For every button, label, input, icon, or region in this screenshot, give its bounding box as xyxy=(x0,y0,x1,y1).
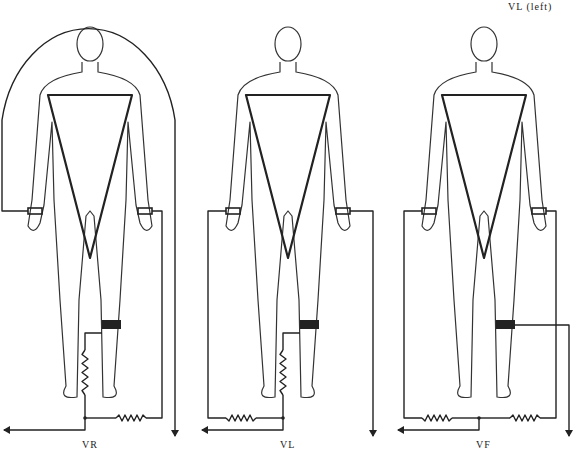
lead-figure xyxy=(2,27,175,436)
resistor-symbol xyxy=(116,415,146,421)
wrist-electrode xyxy=(226,208,240,214)
lead-wire xyxy=(540,211,556,418)
head-outline xyxy=(471,27,497,61)
head-outline xyxy=(77,27,103,61)
wrist-electrode xyxy=(336,208,350,214)
lead-label: VF xyxy=(476,440,491,450)
lead-wire xyxy=(282,395,283,418)
einthoven-triangle xyxy=(442,95,526,258)
head-outline xyxy=(275,27,301,61)
lead-wire xyxy=(283,333,300,350)
lead-wire xyxy=(452,417,479,418)
lead-figure xyxy=(202,27,373,436)
lead-wire xyxy=(85,333,102,350)
header-label: VL (left) xyxy=(508,2,552,12)
terminal-lead xyxy=(4,418,85,430)
body-outline xyxy=(226,62,350,398)
resistor-symbol xyxy=(280,350,286,395)
body-outline xyxy=(422,62,546,398)
lead-wire xyxy=(146,211,162,418)
wrist-electrode xyxy=(28,208,42,214)
lead-wire xyxy=(479,417,510,418)
leg-electrode xyxy=(496,320,515,329)
exploring-lead xyxy=(2,29,175,436)
lead-label: VR xyxy=(82,440,98,450)
leg-electrode xyxy=(300,320,319,329)
exploring-lead xyxy=(515,325,569,436)
lead-wire xyxy=(85,417,116,418)
resistor-symbol xyxy=(510,415,540,421)
leg-electrode xyxy=(102,320,121,329)
exploring-lead xyxy=(350,211,373,436)
einthoven-triangle xyxy=(246,95,330,258)
lead-wire xyxy=(208,211,226,418)
lead-wire xyxy=(84,395,85,418)
einthoven-triangle xyxy=(48,95,132,258)
lead-label: VL xyxy=(280,440,295,450)
terminal-lead xyxy=(202,418,283,430)
terminal-lead xyxy=(398,418,479,430)
resistor-symbol xyxy=(226,415,256,421)
resistor-symbol xyxy=(82,350,88,395)
body-outline xyxy=(28,62,152,398)
wrist-electrode xyxy=(422,208,436,214)
resistor-symbol xyxy=(422,415,452,421)
lead-figure xyxy=(398,27,569,436)
lead-wire xyxy=(404,211,422,418)
lead-wire xyxy=(256,417,283,418)
wrist-electrode xyxy=(138,208,152,214)
wrist-electrode xyxy=(532,208,546,214)
